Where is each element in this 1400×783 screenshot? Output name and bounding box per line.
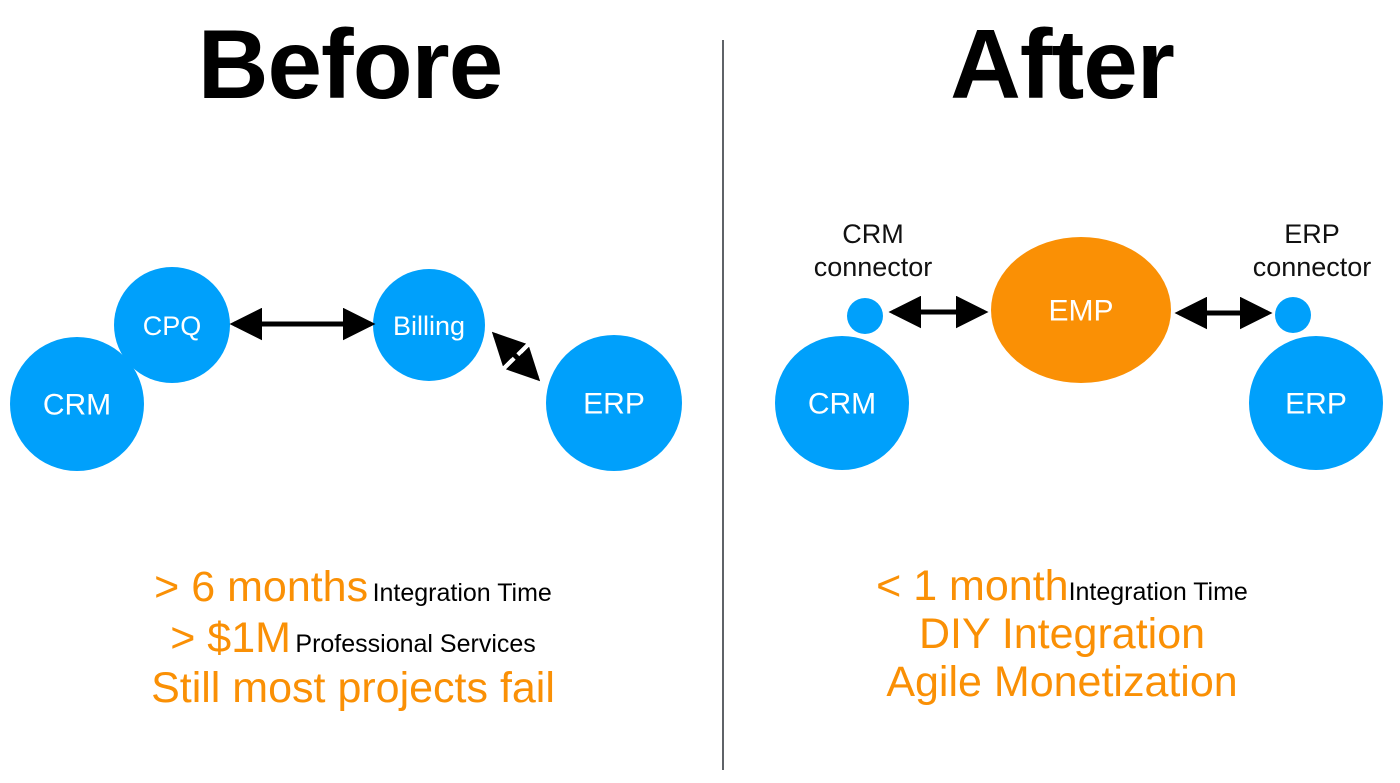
- node-label-emp-after: EMP: [1048, 295, 1113, 328]
- stat-highlight-before-0: > 6 months: [154, 563, 369, 611]
- before-nodes: CRM CPQ Billing ERP: [10, 267, 682, 471]
- stats-after: < 1 monthIntegration Time DIY Integratio…: [724, 562, 1400, 706]
- stat-highlight-before-2: Still most projects fail: [151, 664, 555, 713]
- stat-row-after-1: DIY Integration: [724, 610, 1400, 658]
- stat-note-after-0: Integration Time: [1068, 578, 1248, 606]
- node-crm-before[interactable]: [10, 337, 144, 471]
- node-erp-after[interactable]: [1249, 336, 1383, 470]
- panel-divider: [722, 40, 724, 770]
- stat-row-before-1: > $1M Professional Services: [0, 613, 706, 664]
- panel-title-after: After: [950, 9, 1175, 119]
- node-label-cpq-before: CPQ: [143, 311, 202, 341]
- node-label-erp-before: ERP: [583, 388, 645, 421]
- stat-row-after-2: Agile Monetization: [724, 658, 1400, 706]
- node-billing-before[interactable]: [373, 269, 485, 381]
- node-label-erp-after: ERP: [1285, 388, 1347, 421]
- node-cpq-before[interactable]: [114, 267, 230, 383]
- node-emp-after[interactable]: [991, 237, 1171, 383]
- stat-highlight-after-1: DIY Integration: [918, 610, 1206, 659]
- erp-connector-caption-line1: ERP: [1284, 219, 1340, 249]
- before-arrows: [229, 307, 541, 382]
- stat-row-before-0: > 6 months Integration Time: [0, 562, 706, 613]
- after-arrows: [888, 295, 1273, 330]
- node-erp-connector-after[interactable]: [1275, 297, 1311, 333]
- erp-connector-caption-line2: connector: [1253, 252, 1372, 282]
- arrow-billing-erp: [491, 331, 541, 382]
- stats-before: > 6 months Integration Time > $1M Profes…: [0, 562, 706, 714]
- panel-title-before: Before: [197, 9, 503, 119]
- stat-note-before-0: Integration Time: [372, 579, 552, 607]
- node-erp-before[interactable]: [546, 335, 682, 471]
- crm-connector-caption-line1: CRM: [842, 219, 904, 249]
- stat-row-after-0: < 1 monthIntegration Time: [724, 562, 1400, 610]
- node-label-crm-before: CRM: [43, 389, 111, 422]
- stat-highlight-before-1: > $1M: [170, 613, 291, 662]
- node-label-crm-after: CRM: [808, 388, 876, 421]
- stat-note-before-1: Professional Services: [295, 629, 536, 658]
- crm-connector-caption-line2: connector: [814, 252, 933, 282]
- node-crm-after[interactable]: [775, 336, 909, 470]
- after-captions: CRM connector ERP connector: [814, 219, 1372, 282]
- node-label-billing-before: Billing: [393, 311, 465, 341]
- stat-highlight-after-2: Agile Monetization: [886, 658, 1238, 707]
- node-crm-connector-after[interactable]: [847, 298, 883, 334]
- after-nodes: CRM EMP ERP: [775, 237, 1383, 470]
- stat-row-before-2: Still most projects fail: [0, 663, 706, 714]
- stat-highlight-after-0: < 1 month: [876, 562, 1069, 610]
